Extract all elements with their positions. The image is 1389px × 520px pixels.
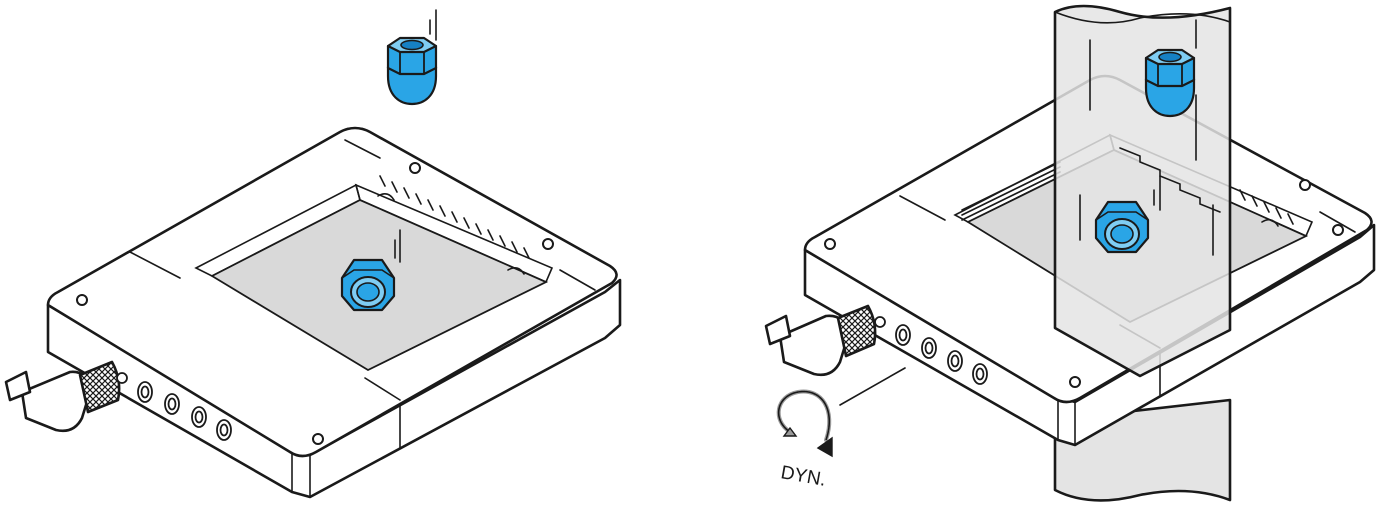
rotation-label: DYN.	[779, 462, 827, 491]
right-seated-nut	[1094, 200, 1150, 254]
left-cap-nut	[386, 36, 438, 106]
rotation-arrow-icon	[776, 389, 833, 458]
left-screw-holes	[76, 162, 554, 445]
left-sensor-assembly	[4, 9, 622, 499]
right-side-ports	[895, 324, 988, 385]
left-side-ports	[137, 381, 232, 441]
pipe-upper	[1053, 4, 1232, 378]
right-screw-holes	[824, 179, 1344, 388]
left-cable-connector	[4, 360, 128, 433]
right-sensor-assembly: DYN.	[764, 4, 1376, 502]
left-seated-nut	[340, 258, 396, 312]
right-cable-connector	[764, 304, 886, 377]
right-cap-nut	[1144, 48, 1196, 118]
